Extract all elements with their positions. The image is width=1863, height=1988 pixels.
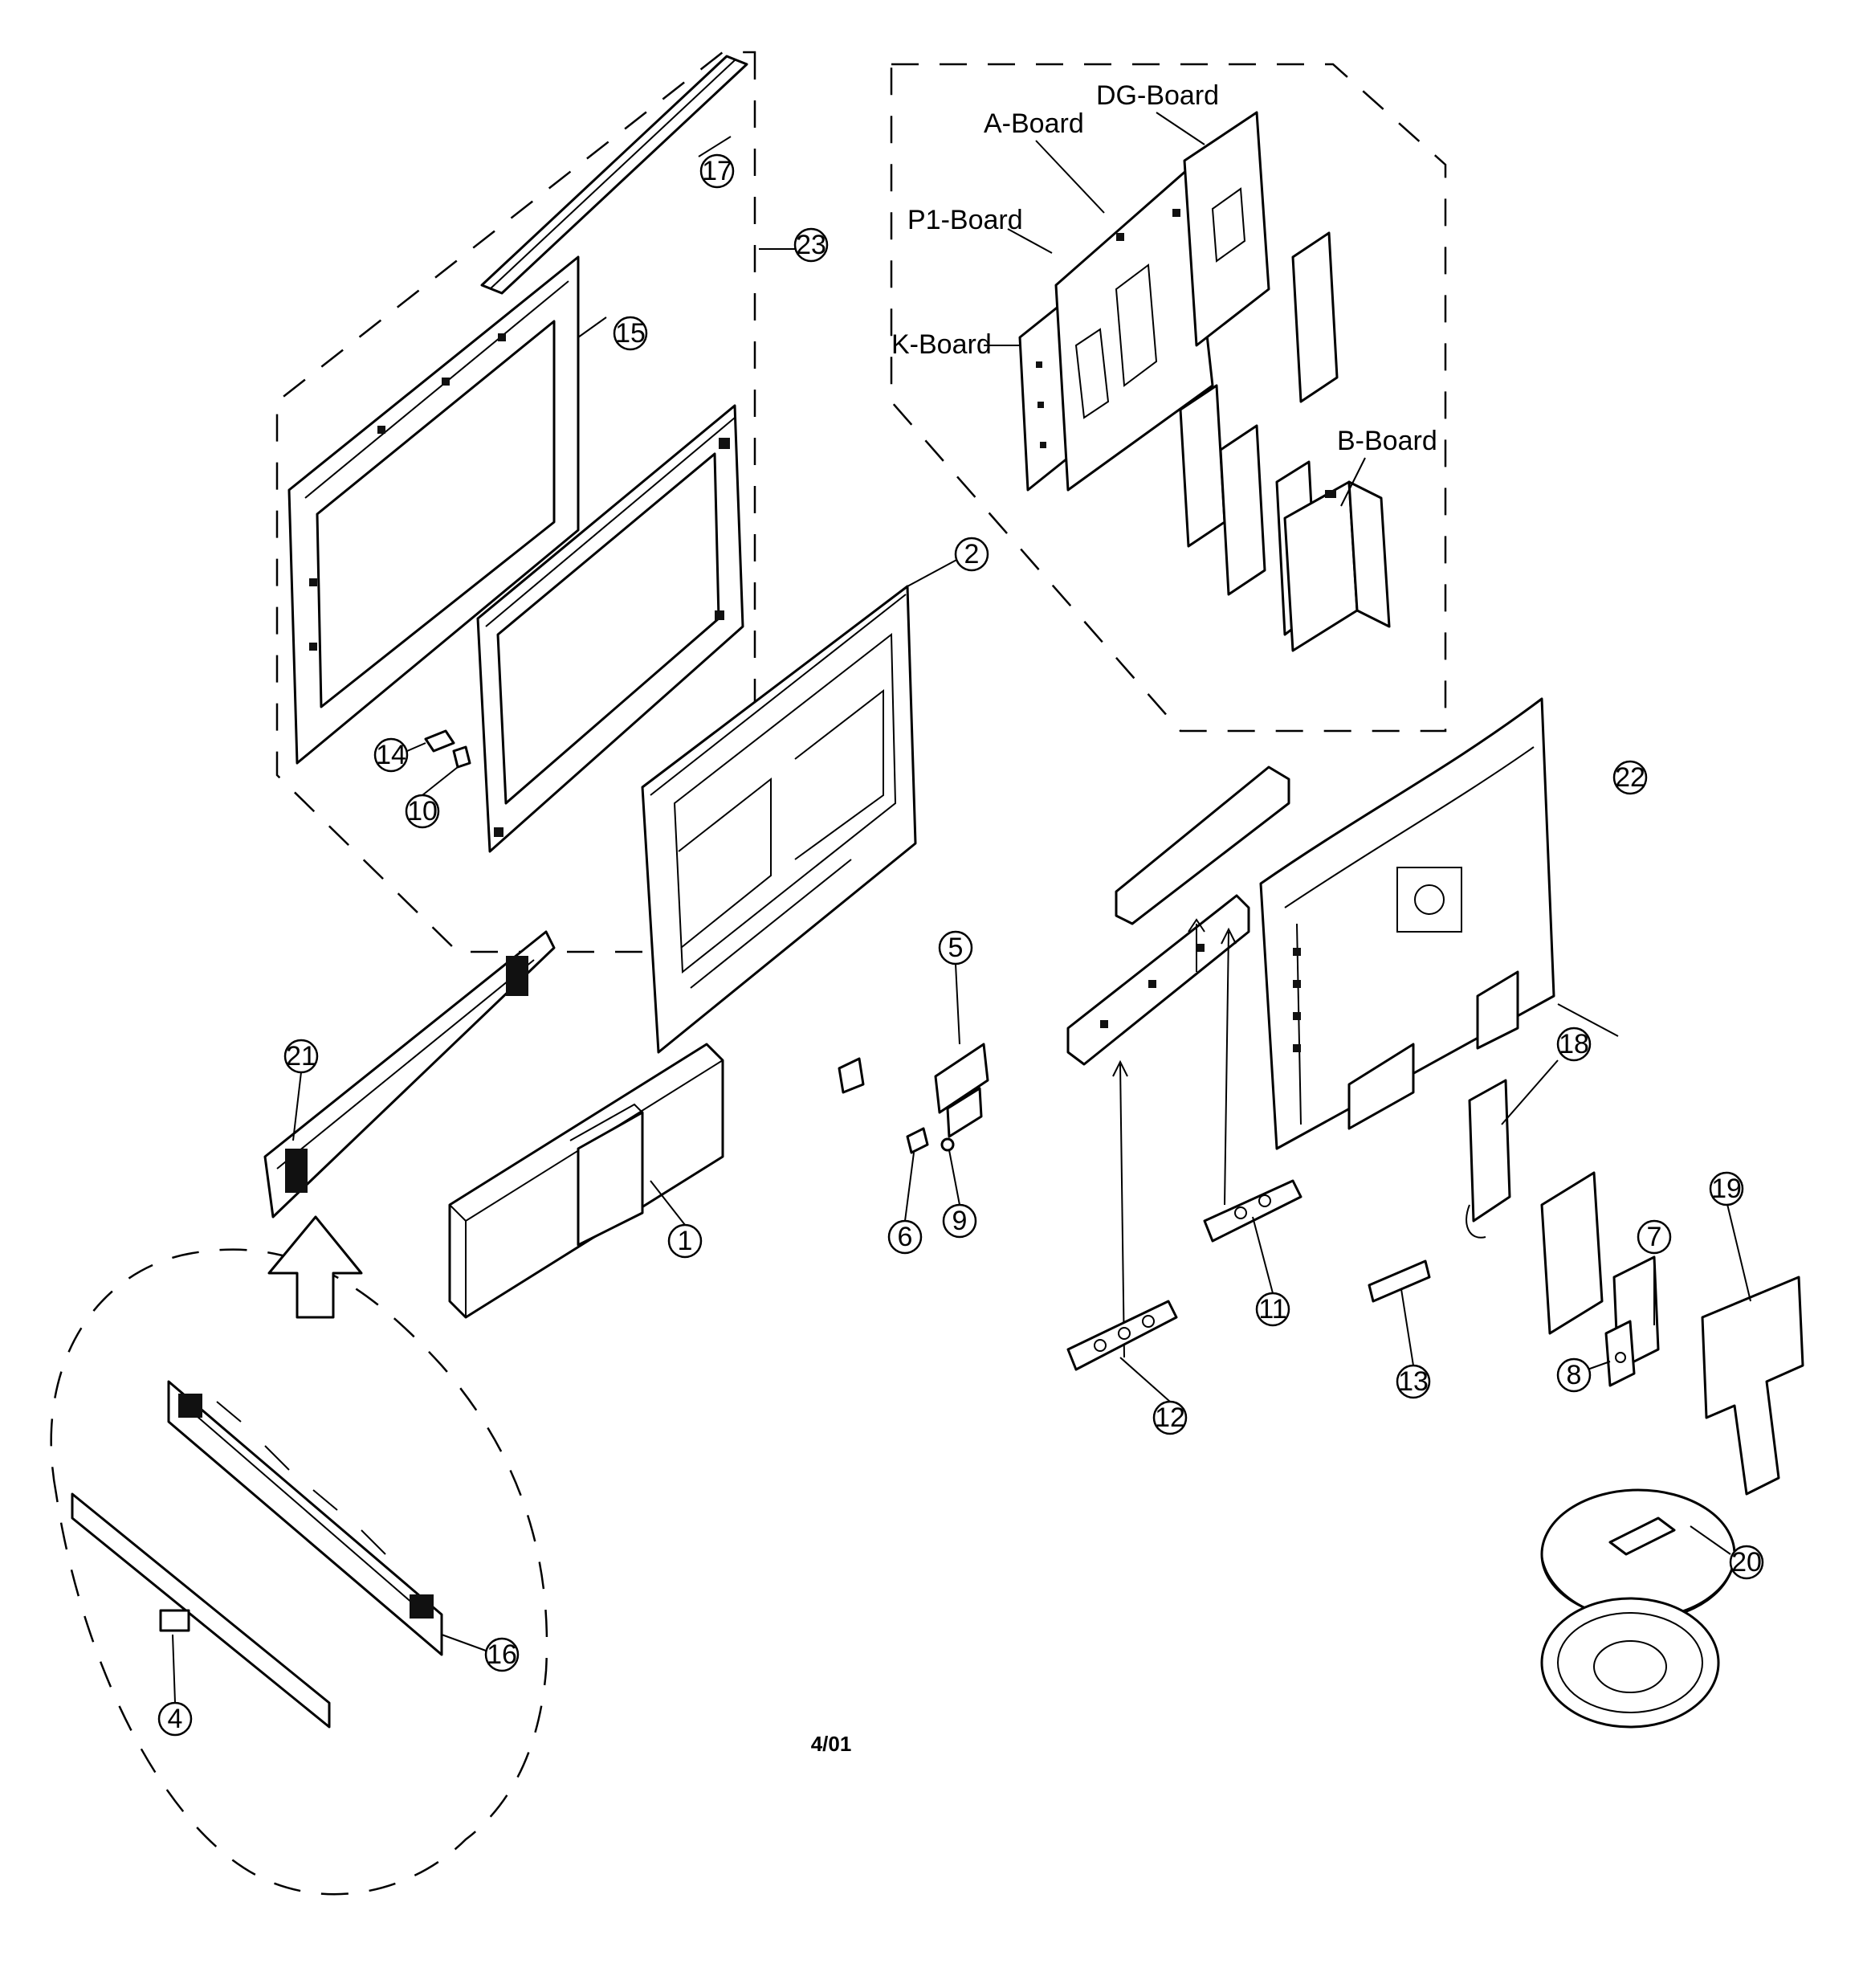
board-shields [1179, 231, 1339, 636]
part-13-sheet [1368, 1259, 1431, 1303]
svg-text:16: 16 [487, 1639, 517, 1670]
part-21-speaker-cover [263, 930, 556, 1219]
board-label-dg: DG-Board [1096, 80, 1219, 145]
svg-text:13: 13 [1398, 1366, 1429, 1397]
part-8-hinge-base [1604, 1320, 1636, 1387]
group-boundary-23 [275, 51, 756, 953]
part-14-button [424, 729, 455, 753]
svg-text:1: 1 [678, 1226, 693, 1256]
terminal-cover-top [1115, 765, 1290, 925]
callout-21: 21 [283, 1039, 319, 1074]
svg-text:14: 14 [376, 740, 406, 770]
part-16-grille-frame [167, 1380, 443, 1656]
callout-19: 19 [1709, 1171, 1744, 1206]
svg-text:B-Board: B-Board [1337, 426, 1437, 456]
part-18-stand-bracket [1466, 1079, 1511, 1239]
board-label-a: A-Board [984, 108, 1105, 214]
assembly-arrow [267, 1215, 363, 1319]
callout-20: 20 [1729, 1545, 1764, 1580]
svg-text:22: 22 [1615, 762, 1645, 793]
svg-text:12: 12 [1155, 1402, 1185, 1433]
board-b [1283, 480, 1391, 652]
callout-4: 4 [157, 1701, 193, 1737]
callout-leaders [172, 136, 1751, 1704]
callout-10: 10 [405, 794, 440, 829]
part-6-small-bracket [906, 1127, 929, 1154]
svg-text:11: 11 [1258, 1294, 1286, 1325]
callout-12: 12 [1152, 1400, 1188, 1435]
svg-text:9: 9 [952, 1206, 968, 1236]
callout-14: 14 [373, 737, 409, 773]
svg-text:15: 15 [615, 318, 646, 349]
callout-1: 1 [667, 1223, 703, 1259]
stand-plate [1540, 1171, 1604, 1335]
svg-text:P1-Board: P1-Board [907, 205, 1023, 235]
svg-text:20: 20 [1731, 1547, 1762, 1578]
assembly-arrows-small [1112, 918, 1237, 1358]
part-11-terminal-plate [1203, 1179, 1302, 1243]
callout-8: 8 [1556, 1357, 1592, 1393]
svg-text:5: 5 [948, 933, 964, 963]
svg-text:8: 8 [1567, 1360, 1582, 1390]
part-2-chassis [641, 585, 917, 1054]
svg-text:17: 17 [702, 156, 732, 186]
part-10-button [452, 745, 471, 769]
lcd-panel-frame [476, 404, 744, 853]
svg-text:6: 6 [898, 1222, 913, 1252]
part-17-top-trim [480, 55, 748, 295]
group-boundary-boards [890, 63, 1447, 733]
callout-18: 18 [1556, 1027, 1592, 1062]
board-label-p1: P1-Board [907, 205, 1053, 254]
svg-text:21: 21 [286, 1041, 316, 1072]
svg-text:23: 23 [796, 230, 826, 260]
board-label-k: K-Board [891, 329, 1020, 360]
part-4-filter-sheet [71, 1492, 331, 1729]
callout-13: 13 [1396, 1364, 1431, 1399]
board-p1-a [1054, 167, 1214, 492]
svg-text:K-Board: K-Board [891, 329, 992, 360]
stand-base-bottom [1540, 1597, 1720, 1729]
part-small-clip [838, 1057, 865, 1094]
svg-text:18: 18 [1559, 1029, 1589, 1059]
svg-text:2: 2 [964, 539, 980, 569]
svg-text:19: 19 [1711, 1174, 1742, 1204]
svg-text:4: 4 [168, 1704, 183, 1734]
part-9-screw [940, 1137, 955, 1152]
callout-7: 7 [1637, 1219, 1672, 1255]
svg-text:7: 7 [1647, 1222, 1662, 1252]
part-12-terminal-plate [1066, 1300, 1178, 1371]
page-code: 4/01 [811, 1732, 852, 1756]
part-15-front-bezel [287, 255, 580, 765]
terminal-bracket [1066, 894, 1250, 1066]
svg-text:DG-Board: DG-Board [1096, 80, 1219, 111]
callout-23: 23 [793, 227, 829, 263]
callout-9: 9 [942, 1203, 977, 1239]
part-1-speaker-housing [448, 1043, 724, 1319]
callout-2: 2 [954, 537, 989, 572]
callout-15: 15 [613, 316, 648, 351]
part-5-jack-holder [934, 1043, 989, 1138]
part-19-stand-neck [1701, 1276, 1804, 1496]
callout-22: 22 [1612, 760, 1648, 795]
svg-text:10: 10 [407, 796, 438, 827]
callout-6: 6 [887, 1219, 923, 1255]
part-22-rear-cover [1259, 697, 1555, 1150]
callout-11: 11 [1255, 1292, 1290, 1327]
callout-5: 5 [938, 930, 973, 965]
group-boundary-detail [50, 1248, 548, 1896]
callout-17: 17 [699, 153, 735, 189]
board-label-b: B-Board [1337, 426, 1437, 507]
svg-text:A-Board: A-Board [984, 108, 1084, 139]
callout-16: 16 [484, 1637, 520, 1672]
board-dg [1183, 111, 1270, 347]
